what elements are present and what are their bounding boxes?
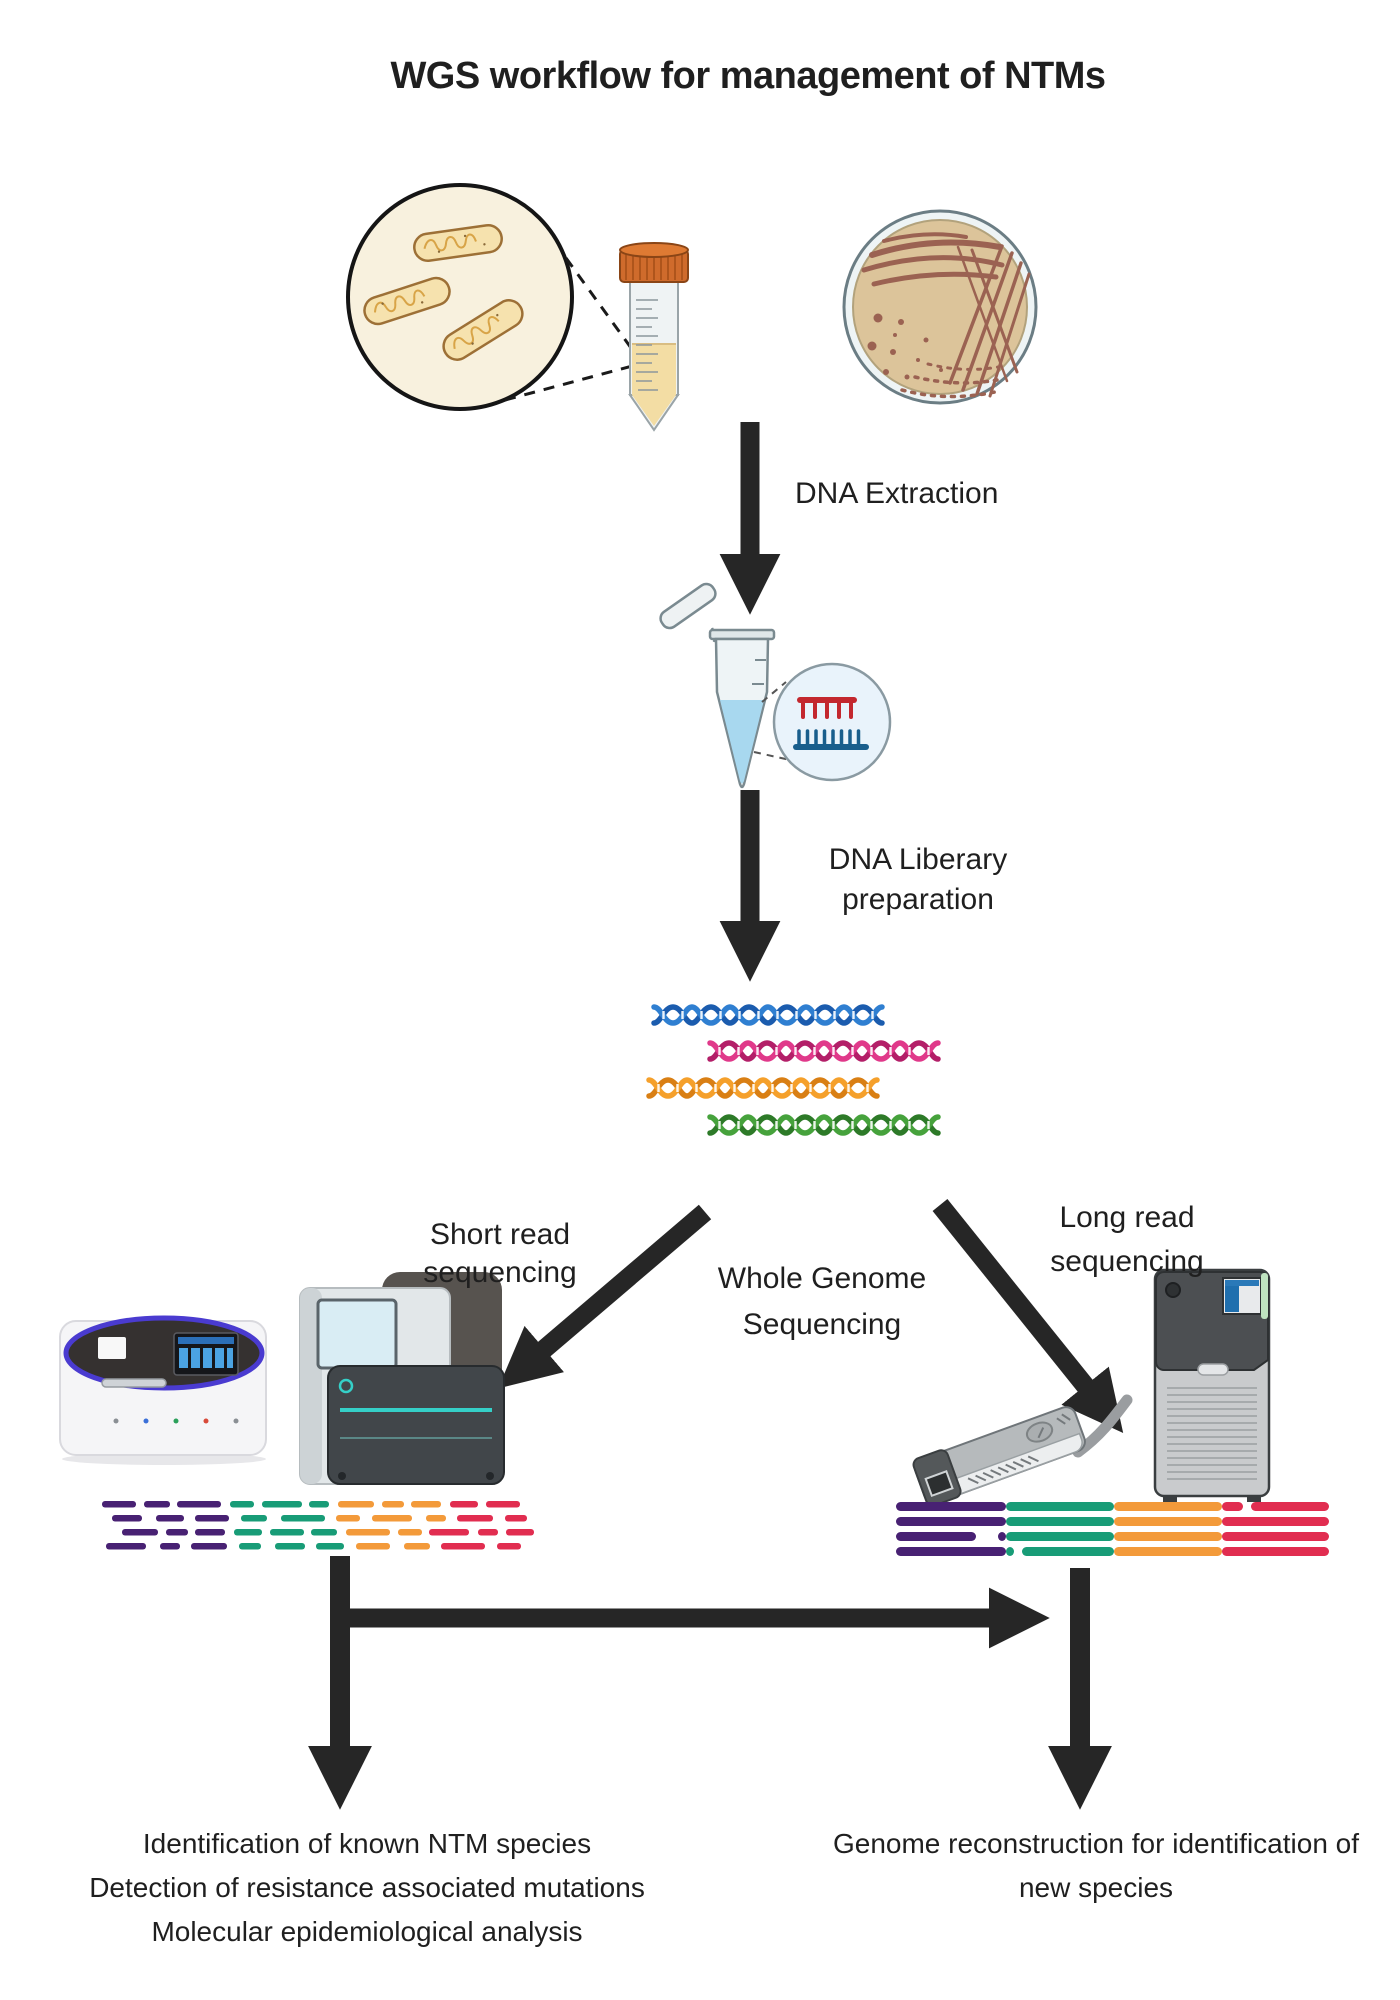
long-read-label: Long read sequencing [1050,1196,1203,1284]
outcome-genome-reconstruction-line1: Genome reconstruction for identification… [832,1828,1360,1859]
outcome-known-species: Identification of known NTM species [142,1828,592,1859]
library-prep-line2: preparation [842,883,994,916]
dna-extraction-label: DNA Extraction [795,477,999,510]
bacterium-icon [413,224,503,262]
outcome-epidemiology: Molecular epidemiological analysis [151,1916,583,1947]
outcome-resistance-mutations: Detection of resistance associated mutat… [89,1872,645,1903]
long-read-line1: Long read [1059,1201,1195,1234]
minion-sequencer-icon [912,1394,1133,1507]
bacterium-icon [442,299,524,361]
benchtop-sequencer-icon [59,1315,267,1465]
tower-sequencer-icon [1153,1268,1271,1502]
wgs-label: Whole Genome Sequencing [718,1256,926,1348]
petri-dish-icon [842,209,1038,405]
long-read-outcomes: Genome reconstruction for identification… [833,1822,1359,1910]
long-read-line2: sequencing [1050,1245,1204,1278]
short-read-branch-arrow [498,1204,712,1389]
falcon-tube-icon [619,242,689,432]
microcentrifuge-tube-icon [659,582,791,789]
short-reads-icon [102,1501,534,1550]
bacteria-magnifier-icon [346,183,637,411]
long-read-branch-arrow [932,1199,1124,1434]
short-read-outcomes: Identification of known NTM species Dete… [89,1822,645,1954]
box-sequencer-icon [299,1272,505,1485]
short-read-line1: Short read [429,1218,571,1251]
short-read-line2: sequencing [423,1256,577,1289]
dna-helix-green-icon [707,1114,941,1136]
long-reads-icon [896,1502,1329,1556]
wgs-line2: Sequencing [742,1308,902,1341]
dna-helix-pink-icon [707,1040,941,1062]
dna-helix-orange-icon [646,1077,880,1099]
dna-fragment-inset-icon [772,662,892,782]
outcome-genome-reconstruction-line2: new species [1018,1872,1174,1903]
dna-helix-blue-icon [651,1004,885,1026]
page-title: WGS workflow for management of NTMs [390,55,1106,97]
callout-dashed-line [504,363,637,402]
library-prep-line1: DNA Liberary [828,843,1008,876]
library-prep-label: DNA Liberary preparation [829,840,1007,920]
short-read-label: Short read sequencing [423,1216,576,1292]
wgs-line1: Whole Genome [717,1262,927,1295]
bacterium-icon [363,276,451,326]
